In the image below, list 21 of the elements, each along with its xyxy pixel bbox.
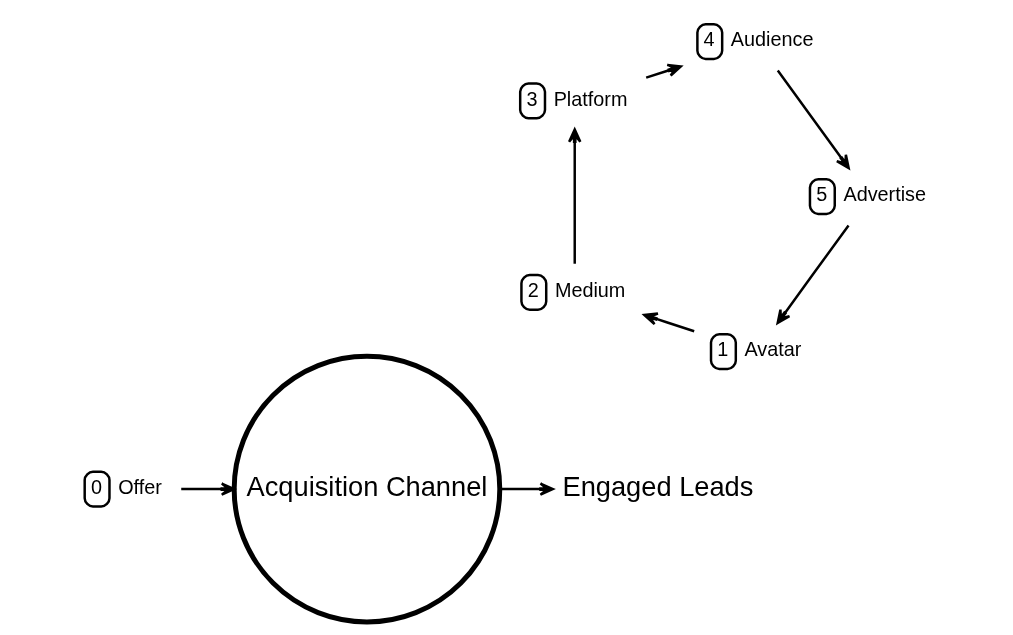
node-box: 4: [696, 23, 724, 61]
node-box: 1: [709, 333, 738, 371]
node-label: Offer: [118, 475, 162, 498]
node-label: Platform: [553, 87, 628, 110]
arrow: [643, 312, 695, 333]
arrow: [499, 482, 555, 496]
node-label: Audience: [730, 28, 814, 51]
node-label: Avatar: [744, 338, 802, 361]
node-circle: Acquisition Channel: [231, 353, 503, 625]
node-label: Advertise: [843, 183, 927, 206]
arrow: [776, 224, 850, 325]
node-box: 5: [808, 178, 836, 216]
node-text: Engaged Leads: [562, 471, 754, 503]
arrow: [776, 69, 850, 170]
arrow: [181, 482, 236, 496]
arrow: [567, 128, 582, 264]
node-box: 3: [518, 82, 547, 120]
arrow: [645, 63, 683, 79]
node-label: Medium: [554, 279, 626, 302]
node-box: 2: [520, 273, 548, 311]
node-box: 0: [83, 470, 111, 508]
